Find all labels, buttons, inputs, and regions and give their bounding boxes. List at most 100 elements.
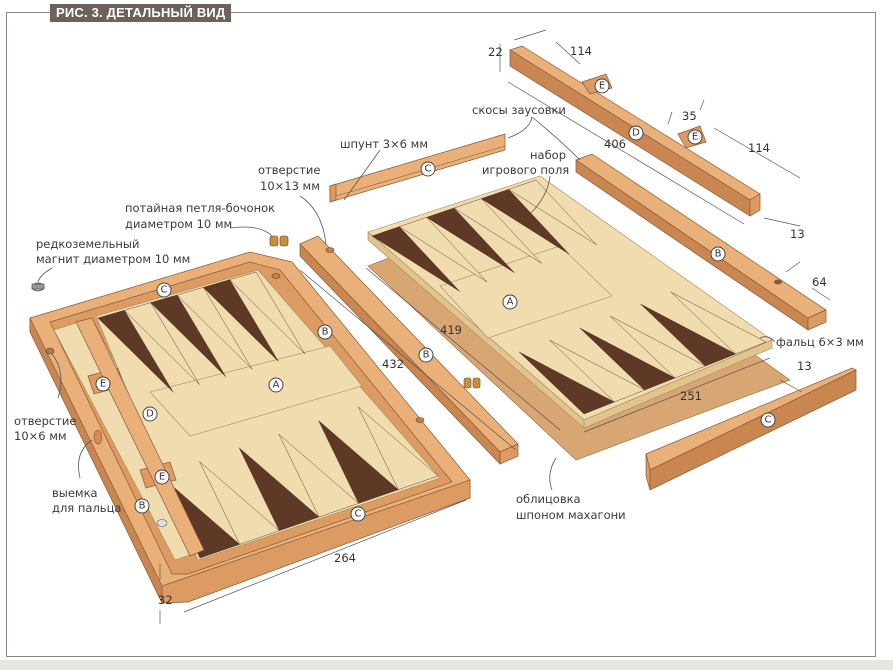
svg-text:A: A	[273, 380, 280, 391]
svg-text:C: C	[161, 285, 168, 296]
callout-rabbet: фальц 6×3 мм	[776, 335, 864, 349]
svg-text:C: C	[765, 415, 772, 426]
part-tag-b: B	[317, 324, 333, 340]
callout-groove: шпунт 3×6 мм	[340, 137, 428, 151]
leader-groove	[343, 149, 381, 201]
leader-veneer	[549, 457, 557, 491]
board-point	[123, 302, 200, 385]
board-point	[640, 303, 737, 367]
svg-text:A: A	[507, 297, 514, 308]
svg-text:E: E	[692, 132, 698, 143]
leader-hole-10x13	[299, 195, 327, 245]
leader-hole-10x6	[51, 353, 62, 399]
board-center-bar	[439, 245, 613, 339]
svg-text:для пальца: для пальца	[52, 501, 121, 515]
svg-text:B: B	[715, 249, 722, 260]
dim-419: 419	[440, 323, 462, 337]
dim-406: 406	[604, 137, 626, 151]
svg-text:E: E	[599, 81, 605, 92]
leader-hinge	[229, 226, 273, 237]
board-point	[398, 217, 488, 283]
magnet-hole	[45, 347, 55, 355]
hinge-hole-right	[774, 279, 782, 285]
dim-32: 32	[158, 593, 173, 607]
hinge-icon	[463, 377, 481, 389]
part-tag-e: E	[687, 129, 703, 145]
board-point	[238, 447, 320, 531]
hinge-hole	[271, 273, 281, 279]
callout-hinge: потайная петля-бочонок диаметром 10 мм	[125, 201, 275, 231]
svg-text:редкоземельный: редкоземельный	[36, 237, 139, 251]
left-board-bottom-points	[159, 406, 439, 559]
svg-text:потайная петля-бочонок: потайная петля-бочонок	[125, 201, 275, 215]
board-point	[150, 294, 227, 377]
right-board-bottom-points	[519, 291, 767, 415]
svg-text:10×13 мм: 10×13 мм	[260, 179, 320, 193]
side-rail-b-right	[575, 153, 827, 331]
board-point	[318, 420, 399, 504]
svg-text:отверстие: отверстие	[14, 414, 76, 428]
dim-64: 64	[812, 275, 827, 289]
board-point	[610, 315, 706, 379]
leader-chamfer-1	[507, 116, 533, 139]
dimension-lines	[159, 29, 831, 624]
callout-veneer: облицовка шпоном махагони	[516, 492, 626, 522]
board-point	[199, 461, 280, 545]
dim-13-bottom: 13	[797, 359, 812, 373]
callout-finger-notch: выемка для пальца	[52, 486, 121, 515]
svg-text:выемка: выемка	[52, 486, 98, 500]
dim-264: 264	[334, 551, 356, 565]
part-tag-b: B	[418, 347, 434, 363]
finger-notch	[93, 429, 103, 445]
svg-text:магнит диаметром 10 мм: магнит диаметром 10 мм	[36, 252, 190, 266]
right-board-top-points	[371, 179, 597, 292]
part-tag-c: C	[350, 506, 366, 522]
board-point	[480, 189, 570, 255]
box-center-bar	[149, 345, 363, 437]
part-tag-a: A	[268, 377, 284, 393]
svg-text:игрового поля: игрового поля	[482, 163, 569, 177]
board-point	[357, 406, 439, 490]
dim-13-top: 13	[790, 227, 805, 241]
part-tag-c: C	[420, 161, 436, 177]
svg-text:D: D	[632, 128, 640, 139]
dim-22: 22	[488, 45, 503, 59]
board-point	[371, 226, 460, 292]
end-rail-c-bottom	[645, 367, 857, 491]
callout-inlay: набор игрового поля	[482, 148, 569, 177]
dim-35: 35	[682, 109, 697, 123]
board-point	[670, 291, 767, 355]
part-tag-e: E	[594, 78, 610, 94]
dim-251: 251	[680, 389, 702, 403]
figure-title: РИС. 3. ДЕТАЛЬНЫЙ ВИД	[50, 4, 232, 22]
part-tag-e: E	[95, 376, 111, 392]
svg-text:D: D	[146, 409, 154, 420]
svg-text:отверстие: отверстие	[258, 163, 320, 177]
svg-text:набор: набор	[530, 148, 566, 162]
board-point	[97, 310, 174, 393]
hole-lower	[415, 417, 425, 423]
board-point	[453, 198, 542, 264]
svg-text:B: B	[322, 327, 329, 338]
board-point	[579, 327, 676, 391]
svg-text:шпоном махагони: шпоном махагони	[516, 508, 626, 522]
svg-text:E: E	[159, 472, 165, 483]
board-point	[176, 287, 253, 370]
hole-10x13	[325, 247, 335, 253]
svg-text:C: C	[425, 164, 432, 175]
svg-text:C: C	[355, 509, 362, 520]
board-point	[519, 351, 615, 415]
svg-text:B: B	[139, 501, 146, 512]
part-tag-d: D	[628, 125, 644, 141]
left-board-top-points	[97, 271, 306, 393]
part-tag-a: A	[502, 294, 518, 310]
left-box-half	[29, 251, 471, 604]
dim-432: 432	[382, 357, 404, 371]
board-point	[549, 339, 646, 403]
divider-d-rail	[75, 317, 205, 557]
part-tag-d: D	[142, 406, 158, 422]
side-rail-b-loose	[299, 235, 519, 465]
page-bottom-strip	[0, 660, 893, 670]
leader-finger-notch	[78, 439, 93, 479]
